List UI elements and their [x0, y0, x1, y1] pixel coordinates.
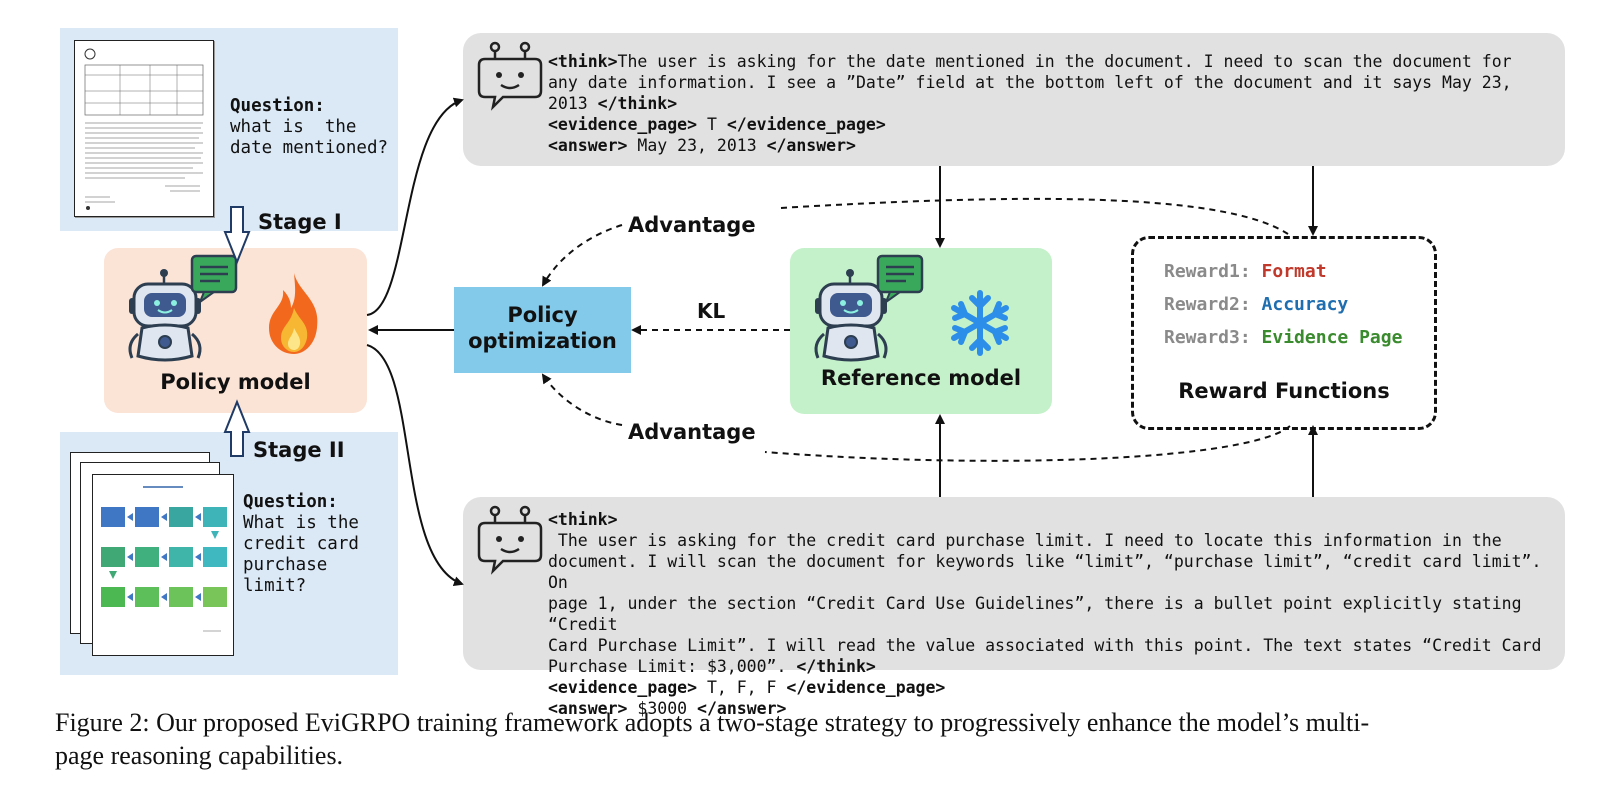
think-close-tag: </think>	[796, 657, 876, 676]
output-bottom-think-line4: Card Purchase Limit”. I will read the va…	[548, 636, 1542, 655]
evidence-open-tag: <evidence_page>	[548, 678, 698, 697]
output-box-bottom: <think> The user is asking for the credi…	[463, 497, 1565, 718]
fire-icon	[269, 273, 318, 354]
stage2-question-line3: purchase limit?	[243, 555, 328, 596]
output-top-think-line3: 2013	[548, 94, 598, 113]
output-top-answer-value: May 23, 2013	[627, 136, 767, 155]
reward-item-2: Reward2: Accuracy	[1164, 294, 1348, 315]
reward-item-3-prefix: Reward3:	[1164, 327, 1251, 348]
stage2-question-line1: What is the	[243, 513, 359, 533]
policy-model-block: Policy model	[104, 248, 367, 413]
output-top-think-line1: The user is asking for the date mentione…	[617, 52, 1512, 71]
answer-open-tag: <answer>	[548, 699, 628, 718]
policy-robot-icon	[128, 254, 238, 362]
reward-functions-title: Reward Functions	[1178, 379, 1390, 403]
answer-close-tag: </answer>	[766, 136, 856, 155]
figure-caption-line1: Figure 2: Our proposed EviGRPO training …	[55, 708, 1370, 737]
answer-open-tag: <answer>	[548, 136, 628, 155]
stage1-label: Stage I	[258, 210, 342, 234]
document-thumbnail-single	[74, 40, 214, 217]
figure-caption-line2: page reasoning capabilities.	[55, 741, 344, 770]
policy-optimization-line2: optimization	[468, 329, 617, 353]
stage2-panel: Question: What is the credit card purcha…	[60, 432, 398, 675]
stage1-panel: Question: what is the date mentioned?	[60, 28, 398, 231]
stage1-question: Question: what is the date mentioned?	[230, 96, 400, 159]
policy-optimization-line1: Policy	[507, 303, 578, 327]
stage1-question-line1: what is the	[230, 117, 357, 137]
think-open-tag: <think>	[548, 52, 618, 71]
output-top-think-line2: any date information. I see a ”Date” fie…	[548, 73, 1512, 92]
flowchart-graphic	[101, 486, 227, 632]
reference-robot-icon	[814, 254, 924, 362]
think-open-tag: <think>	[548, 510, 618, 529]
output-bottom-answer-value: $3000	[627, 699, 698, 718]
reward-item-1-prefix: Reward1:	[1164, 261, 1251, 282]
output-bottom-think-line3: page 1, under the section “Credit Card U…	[548, 594, 1522, 634]
policy-model-label: Policy model	[160, 370, 311, 394]
output-bottom-text: <think> The user is asking for the credi…	[548, 509, 1558, 719]
stage2-label: Stage II	[253, 438, 345, 462]
reference-model-block: Reference model	[790, 248, 1052, 414]
think-close-tag: </think>	[597, 94, 678, 113]
advantage-path-bottom	[764, 425, 1291, 462]
robot-face-icon-bottom	[477, 505, 543, 575]
advantage-label-top: Advantage	[628, 213, 756, 237]
stage2-question-line2: credit card	[243, 534, 359, 554]
output-top-evidence-value: T	[697, 115, 727, 134]
snowflake-icon	[951, 290, 1009, 356]
document-lines-graphic	[84, 48, 204, 210]
stage2-question: Question: What is the credit card purcha…	[243, 492, 398, 597]
advantage-label-bottom: Advantage	[628, 420, 756, 444]
reward-item-3-name: Evidence Page	[1261, 327, 1403, 348]
kl-label: KL	[697, 299, 726, 323]
answer-close-tag: </answer>	[697, 699, 787, 718]
reference-model-label: Reference model	[820, 366, 1022, 390]
output-top-text: <think>The user is asking for the date m…	[548, 51, 1558, 156]
reward-functions-block: Reward1: Format Reward2: Accuracy Reward…	[1131, 236, 1437, 430]
reward-item-2-name: Accuracy	[1261, 294, 1349, 315]
output-bottom-think-line2: document. I will scan the document for k…	[548, 552, 1542, 592]
reward-item-2-prefix: Reward2:	[1164, 294, 1251, 315]
reward-item-3: Reward3: Evidence Page	[1164, 327, 1402, 348]
document-thumbnail-stack-front	[92, 474, 234, 656]
evidence-close-tag: </evidence_page>	[726, 115, 886, 134]
output-box-top: <think>The user is asking for the date m…	[463, 33, 1565, 166]
reward-item-1: Reward1: Format	[1164, 261, 1327, 282]
output-bottom-think-line1: The user is asking for the credit card p…	[548, 531, 1502, 550]
output-bottom-evidence-value: T, F, F	[697, 678, 787, 697]
stage1-question-heading: Question:	[230, 96, 325, 116]
figure-caption: Figure 2: Our proposed EviGRPO training …	[55, 706, 1615, 772]
robot-face-icon-top	[477, 41, 543, 111]
stage1-question-line2: date mentioned?	[230, 138, 389, 158]
advantage-arrow-top	[542, 224, 623, 287]
policy-optimization-block: Policy optimization	[454, 287, 631, 373]
reward-item-1-name: Format	[1261, 261, 1327, 282]
advantage-arrow-bottom	[541, 373, 623, 426]
evidence-open-tag: <evidence_page>	[548, 115, 698, 134]
reward-list: Reward1: Format Reward2: Accuracy Reward…	[1164, 261, 1434, 361]
stage2-question-heading: Question:	[243, 492, 338, 512]
advantage-path-top	[779, 197, 1289, 235]
evidence-close-tag: </evidence_page>	[786, 678, 946, 697]
output-bottom-think-line5: Purchase Limit: $3,000”.	[548, 657, 797, 676]
